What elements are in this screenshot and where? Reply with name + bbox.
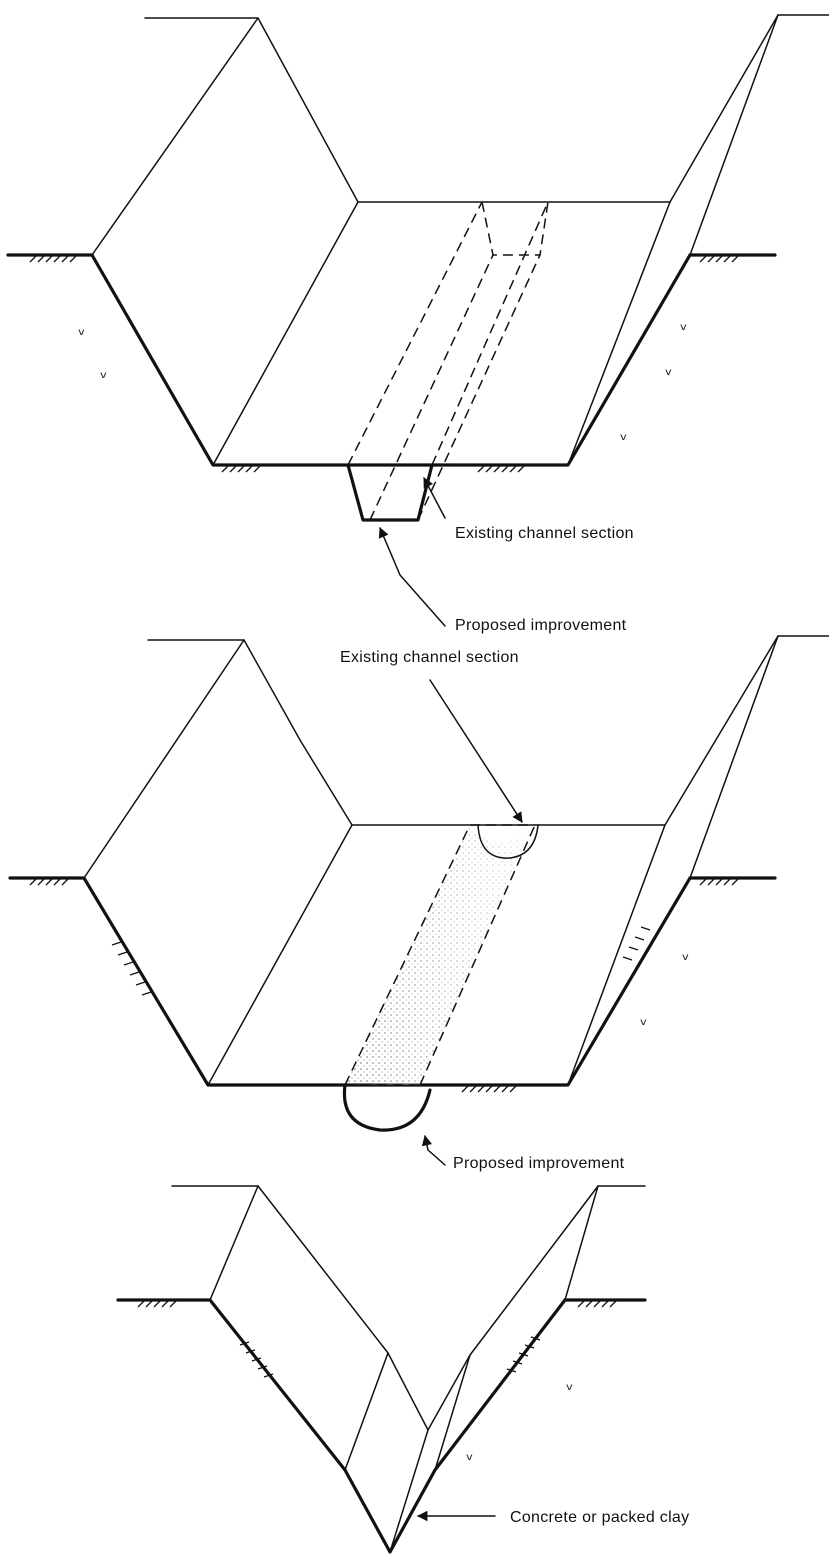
top-dashed-long-3 bbox=[417, 254, 541, 521]
mid-dashed-long-left bbox=[344, 824, 471, 1086]
bot-lining-label: Concrete or packed clay bbox=[510, 1509, 689, 1526]
svg-text:ᵥ: ᵥ bbox=[100, 362, 108, 383]
mid-proposed-label: Proposed improvement bbox=[453, 1155, 625, 1172]
top-right-toe-line bbox=[567, 201, 671, 466]
bot-right-lining-edge bbox=[434, 1354, 471, 1471]
bot-left-lining-edge bbox=[344, 1352, 389, 1471]
svg-text:ᵥ: ᵥ bbox=[682, 944, 690, 965]
top-back-right-slope bbox=[669, 14, 779, 203]
svg-text:ᵥ: ᵥ bbox=[466, 1444, 474, 1465]
top-existing-leader bbox=[423, 477, 446, 519]
top-hatch-marks bbox=[29, 255, 739, 473]
top-left-top-edge bbox=[91, 17, 259, 256]
svg-text:ᵥ: ᵥ bbox=[680, 314, 688, 335]
bot-grass-symbols: ᵥ ᵥ bbox=[466, 1374, 574, 1465]
bot-right-top-edge bbox=[564, 1185, 599, 1301]
top-dashed-long-1 bbox=[347, 201, 483, 466]
middle-channel-section: ᵥ ᵥ Existing channel section Proposed im… bbox=[8, 635, 829, 1172]
mid-hatch-marks bbox=[29, 878, 739, 1093]
top-existing-label: Existing channel section bbox=[455, 525, 634, 542]
mid-existing-label: Existing channel section bbox=[340, 649, 519, 666]
top-existing-back-outline bbox=[481, 201, 549, 256]
svg-text:ᵥ: ᵥ bbox=[78, 319, 86, 340]
svg-text:ᵥ: ᵥ bbox=[665, 359, 673, 380]
mid-right-toe-line bbox=[567, 824, 666, 1086]
top-proposed-leader bbox=[378, 527, 446, 627]
top-proposed-label: Proposed improvement bbox=[455, 617, 627, 634]
top-front-section bbox=[90, 253, 692, 467]
mid-proposed-semicircle bbox=[342, 1083, 432, 1132]
top-dashed-long-2 bbox=[369, 254, 494, 521]
mid-stipple-fade bbox=[345, 825, 535, 1085]
bot-hatch-marks bbox=[137, 1300, 617, 1378]
svg-text:ᵥ: ᵥ bbox=[620, 424, 628, 445]
mid-left-top-edge bbox=[83, 639, 245, 879]
svg-text:ᵥ: ᵥ bbox=[640, 1009, 648, 1030]
svg-text:ᵥ: ᵥ bbox=[566, 1374, 574, 1395]
mid-back-section bbox=[147, 639, 666, 826]
top-back-section bbox=[144, 17, 671, 203]
mid-back-semicircle bbox=[477, 824, 539, 859]
mid-proposed-leader bbox=[421, 1134, 446, 1166]
mid-left-toe-line bbox=[207, 824, 353, 1086]
bottom-channel-section: ᵥ ᵥ Concrete or packed clay bbox=[116, 1185, 689, 1554]
mid-existing-leader bbox=[429, 679, 523, 823]
top-channel-section: ᵥ ᵥ ᵥ ᵥ ᵥ Existing channel section Propo… bbox=[6, 14, 829, 634]
bot-invert-line bbox=[389, 1429, 429, 1553]
mid-right-top-edge bbox=[689, 635, 779, 879]
top-right-top-edge bbox=[689, 14, 779, 256]
top-grass-symbols: ᵥ ᵥ ᵥ ᵥ ᵥ bbox=[78, 314, 688, 445]
bot-left-top-edge bbox=[209, 1185, 259, 1301]
top-left-toe-line bbox=[212, 201, 359, 466]
mid-grass-symbols: ᵥ ᵥ bbox=[640, 944, 690, 1030]
mid-back-right-slope bbox=[664, 635, 779, 826]
top-proposed-trapezoid bbox=[346, 463, 434, 522]
